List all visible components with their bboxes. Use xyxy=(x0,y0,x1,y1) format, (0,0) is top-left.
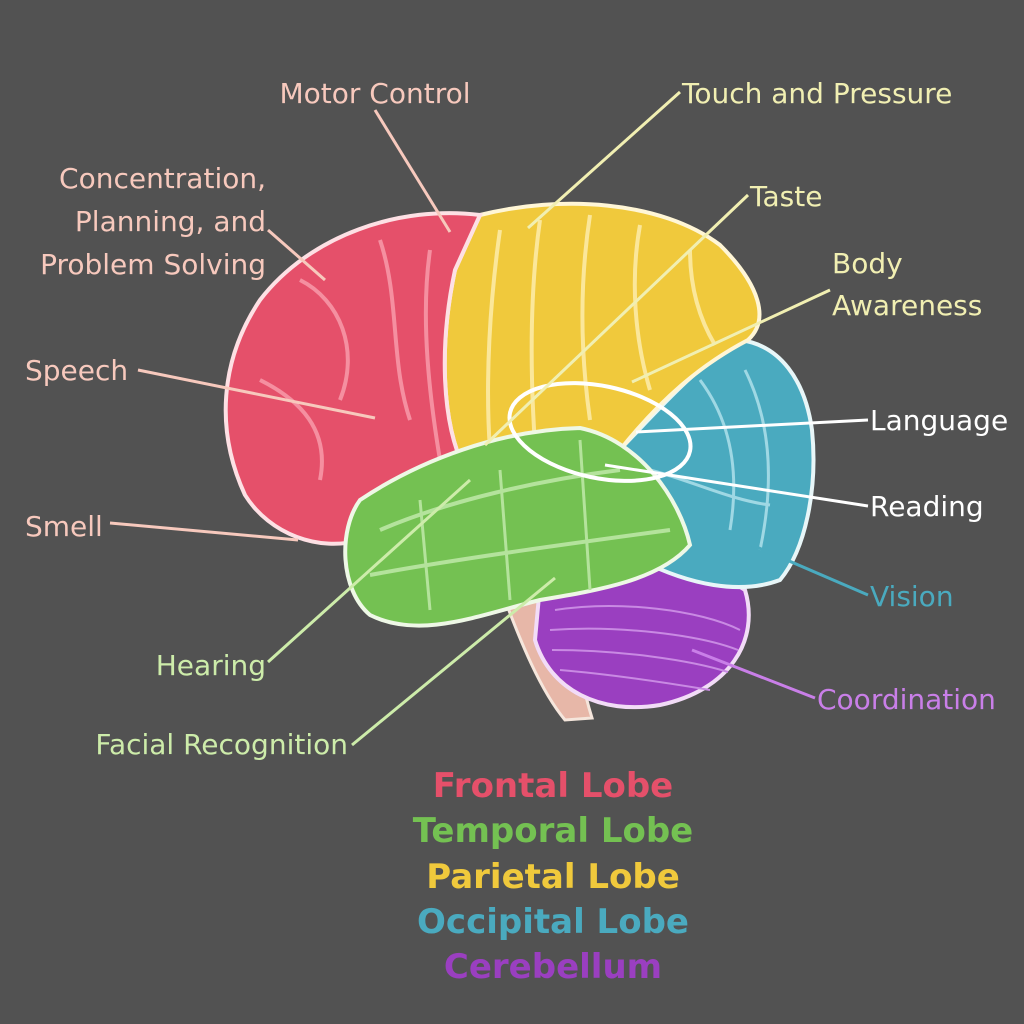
label-facial-recognition: Facial Recognition xyxy=(95,728,348,761)
frontal-lobe-region xyxy=(223,211,483,546)
label-motor-control: Motor Control xyxy=(279,77,470,110)
motor-control-leader xyxy=(373,109,452,233)
legend-cerebellum: Cerebellum xyxy=(444,947,662,987)
label-concentration-line1: Concentration, xyxy=(59,162,266,195)
speech-leader xyxy=(137,368,376,420)
legend-occipital-lobe: Occipital Lobe xyxy=(417,902,689,942)
language-area-outline xyxy=(507,381,693,483)
smell-leader xyxy=(109,521,299,542)
label-concentration-line2: Planning, and xyxy=(75,205,266,238)
label-body-awareness-line2: Awareness xyxy=(832,289,982,322)
legend-parietal-lobe: Parietal Lobe xyxy=(426,857,680,897)
legend: Frontal Lobe Temporal Lobe Parietal Lobe… xyxy=(413,766,693,987)
reading-leader xyxy=(604,463,869,508)
cerebellum-region xyxy=(532,564,751,710)
label-speech: Speech xyxy=(25,354,128,387)
label-coordination: Coordination xyxy=(817,683,996,716)
legend-frontal-lobe: Frontal Lobe xyxy=(433,766,674,806)
label-concentration-line3: Problem Solving xyxy=(40,248,266,281)
label-vision: Vision xyxy=(870,580,954,613)
taste-leader xyxy=(483,193,750,447)
label-body-awareness-line1: Body xyxy=(832,247,903,280)
concentration-leader xyxy=(267,228,326,282)
label-hearing: Hearing xyxy=(156,649,266,682)
label-touch-pressure: Touch and Pressure xyxy=(681,77,952,110)
hearing-leader xyxy=(266,478,472,664)
leader-lines xyxy=(109,90,869,747)
legend-temporal-lobe: Temporal Lobe xyxy=(413,811,693,851)
label-taste: Taste xyxy=(749,180,822,213)
language-leader xyxy=(635,418,869,434)
facial-recognition-leader xyxy=(351,576,556,747)
function-labels: Motor Control Concentration, Planning, a… xyxy=(25,77,1008,761)
body-awareness-leader xyxy=(631,288,831,384)
label-reading: Reading xyxy=(870,490,984,523)
parietal-lobe-region xyxy=(442,201,762,473)
vision-leader xyxy=(751,543,869,597)
label-language: Language xyxy=(870,404,1008,437)
coordination-leader xyxy=(691,648,816,700)
touch-pressure-leader xyxy=(526,90,682,230)
label-smell: Smell xyxy=(25,510,103,543)
